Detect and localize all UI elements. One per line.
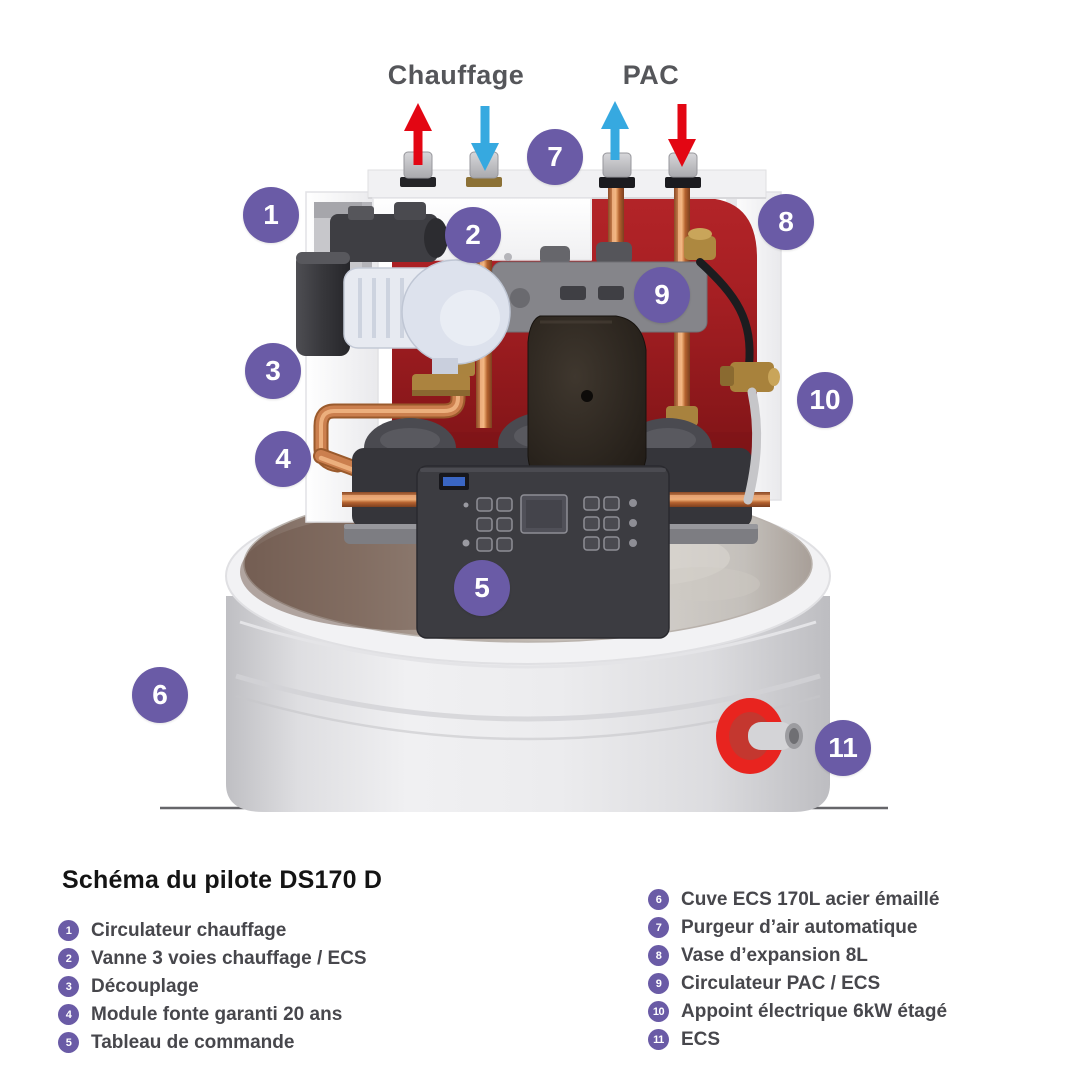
chauffage-label: Chauffage (387, 60, 525, 90)
callout-6: 6 (132, 667, 188, 723)
pac-return-arrow-up-icon (601, 101, 629, 160)
compartment-motor (330, 202, 448, 262)
callout-10: 10 (797, 372, 853, 428)
chauffage-return-arrow-down-icon (471, 106, 499, 171)
pac-supply-arrow-down-icon (668, 104, 696, 167)
chauffage-supply-arrow-up-icon (404, 103, 432, 165)
callout-1: 1 (243, 187, 299, 243)
ecs-outlet-grommet (716, 698, 803, 774)
callout-8: 8 (758, 194, 814, 250)
callout-4: 4 (255, 431, 311, 487)
callout-3: 3 (245, 343, 301, 399)
pac-label: PAC (622, 60, 680, 90)
heating-circulator-pump (296, 252, 511, 396)
callout-2: 2 (445, 207, 501, 263)
flow-arrows (404, 101, 696, 171)
control-panel (416, 465, 670, 639)
pac-circulator-pump (527, 315, 647, 490)
callout-11: 11 (815, 720, 871, 776)
callout-7: 7 (527, 129, 583, 185)
right-side-fittings (696, 258, 780, 505)
callout-5: 5 (454, 560, 510, 616)
callout-9: 9 (634, 267, 690, 323)
